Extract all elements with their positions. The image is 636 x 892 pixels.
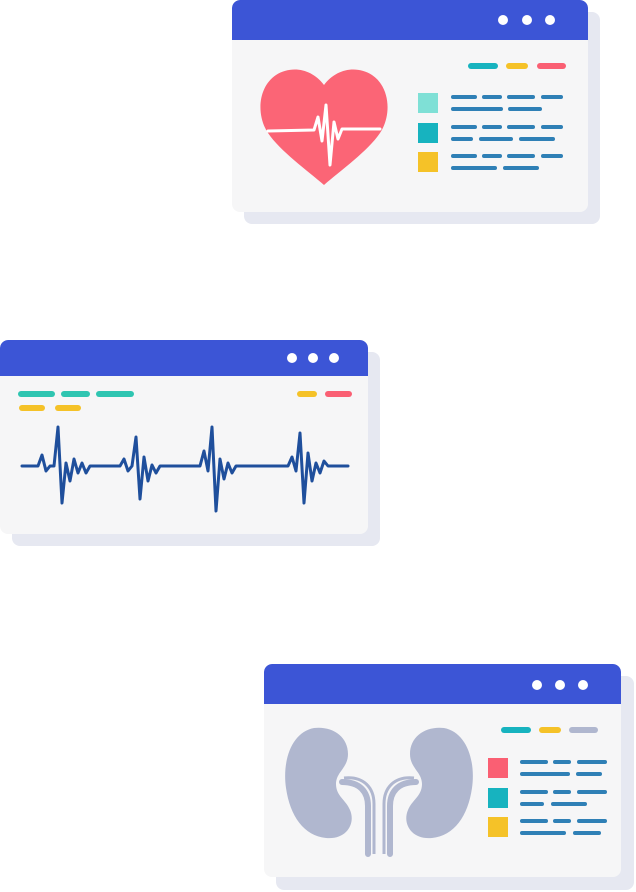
status-pill [539,727,561,733]
window-dot-icon[interactable] [545,15,555,25]
text-line [507,154,535,158]
text-line [451,95,477,99]
text-line [479,137,513,141]
status-pill [19,405,45,411]
text-line [576,772,602,776]
status-pill [18,391,55,397]
ecg-wave-icon [20,425,350,513]
text-line [482,125,502,129]
window-dot-icon[interactable] [308,353,318,363]
text-line [482,95,502,99]
window-dot-icon[interactable] [287,353,297,363]
status-pill [468,63,498,69]
text-line [573,831,601,835]
text-line [520,760,548,764]
kidney-window-titlebar [264,664,621,704]
window-dot-icon[interactable] [532,680,542,690]
text-line [520,831,566,835]
text-line [520,772,570,776]
window-dot-icon[interactable] [498,15,508,25]
legend-square [418,152,438,172]
window-dot-icon[interactable] [329,353,339,363]
text-line [503,166,539,170]
window-dot-icon[interactable] [555,680,565,690]
status-pill [501,727,531,733]
text-line [553,760,571,764]
text-line [507,125,535,129]
text-line [577,760,607,764]
status-pill [55,405,81,411]
legend-square [488,758,508,778]
kidneys-icon [285,727,473,857]
status-pill [96,391,134,397]
text-line [451,125,477,129]
text-line [508,107,542,111]
window-dot-icon[interactable] [578,680,588,690]
text-line [519,137,555,141]
text-line [541,95,563,99]
text-line [551,802,587,806]
text-line [577,790,607,794]
status-pill [61,391,90,397]
text-line [451,166,497,170]
status-pill [569,727,598,733]
text-line [577,819,607,823]
heart-window-titlebar [232,0,588,40]
text-line [451,137,473,141]
status-pill [537,63,566,69]
text-line [553,790,571,794]
heartbeat-heart-icon [260,69,388,185]
status-pill [325,391,352,397]
text-line [541,154,563,158]
status-pill [506,63,528,69]
legend-square [418,123,438,143]
ecg-window [0,340,368,534]
kidney-window [264,664,621,877]
text-line [553,819,571,823]
heart-window [232,0,588,212]
ecg-window-titlebar [0,340,368,376]
text-line [520,790,548,794]
text-line [520,802,544,806]
legend-square [488,788,508,808]
text-line [451,107,503,111]
text-line [482,154,502,158]
window-dot-icon[interactable] [522,15,532,25]
legend-square [488,817,508,837]
text-line [451,154,477,158]
text-line [520,819,548,823]
status-pill [297,391,317,397]
text-line [507,95,535,99]
legend-square [418,93,438,113]
text-line [541,125,563,129]
